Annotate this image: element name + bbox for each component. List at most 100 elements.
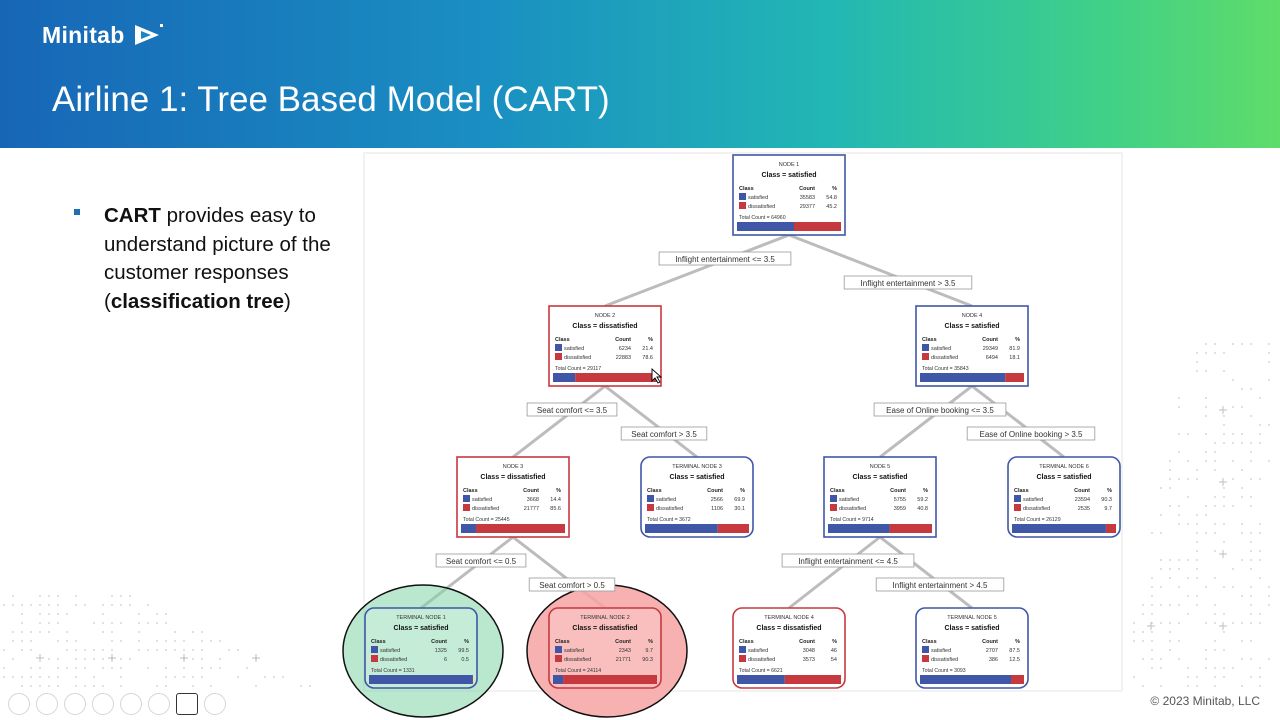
decorative-dot xyxy=(1169,604,1171,606)
tree-node-t2[interactable]: TERMINAL NODE 2Class = dissatisfiedClass… xyxy=(549,608,661,688)
decorative-dot xyxy=(201,667,203,669)
decorative-dot xyxy=(1187,523,1189,525)
tree-node-n1[interactable]: NODE 1Class = satisfiedClassCount%satisf… xyxy=(733,155,845,235)
legend-swatch-satisfied xyxy=(555,646,562,653)
decorative-dot xyxy=(1169,469,1171,471)
decorative-dot xyxy=(1214,505,1216,507)
decorative-dot xyxy=(1250,343,1252,345)
decorative-dot xyxy=(1223,505,1225,507)
node-header-pct: % xyxy=(648,337,653,343)
camera-button[interactable] xyxy=(176,693,198,715)
decorative-dot xyxy=(1214,550,1216,552)
decorative-dot xyxy=(1223,523,1225,525)
pen-tool-button[interactable] xyxy=(64,693,86,715)
row-count: 3048 xyxy=(803,648,815,654)
legend-swatch-dissatisfied xyxy=(555,353,562,360)
decorative-dot xyxy=(93,676,95,678)
decorative-dot xyxy=(1268,343,1270,345)
decorative-plus-icon xyxy=(108,654,116,662)
decorative-dot xyxy=(1178,622,1180,624)
decorative-dot xyxy=(165,676,167,678)
legend-swatch-dissatisfied xyxy=(830,504,837,511)
decorative-dot xyxy=(1142,631,1144,633)
decorative-dot xyxy=(1196,469,1198,471)
tree-node-n2[interactable]: NODE 2Class = dissatisfiedClassCount%sat… xyxy=(549,306,661,386)
decorative-dot xyxy=(129,604,131,606)
decorative-dot xyxy=(102,667,104,669)
decorative-dot xyxy=(1259,442,1261,444)
decorative-dot xyxy=(300,685,302,687)
row-count: 6234 xyxy=(619,346,631,352)
decorative-dot xyxy=(1142,640,1144,642)
node-class-label: Class = satisfied xyxy=(1036,474,1091,481)
decorative-dot xyxy=(147,667,149,669)
tree-node-n4[interactable]: NODE 4Class = satisfiedClassCount%satisf… xyxy=(916,306,1028,386)
next-slide-button[interactable] xyxy=(36,693,58,715)
zoom-button[interactable] xyxy=(120,693,142,715)
tree-node-t5[interactable]: TERMINAL NODE 5Class = satisfiedClassCou… xyxy=(916,608,1028,688)
legend-swatch-dissatisfied xyxy=(555,655,562,662)
node-header-count: Count xyxy=(523,488,539,494)
tree-node-t1[interactable]: TERMINAL NODE 1Class = satisfiedClassCou… xyxy=(365,608,477,688)
node-total-count: Total Count = 1331 xyxy=(371,668,415,674)
node-header-class: Class xyxy=(739,639,754,645)
decorative-dot xyxy=(1178,433,1180,435)
decorative-dot xyxy=(1232,622,1234,624)
decorative-dot xyxy=(1223,487,1225,489)
tree-node-t6[interactable]: TERMINAL NODE 6Class = satisfiedClassCou… xyxy=(1008,457,1120,537)
decorative-dot xyxy=(48,604,50,606)
decorative-dot xyxy=(1214,676,1216,678)
node-class-label: Class = dissatisfied xyxy=(480,474,545,481)
node-title: NODE 5 xyxy=(870,464,890,470)
decorative-dot xyxy=(1268,361,1270,363)
node-class-label: Class = satisfied xyxy=(393,625,448,632)
decorative-dot xyxy=(57,658,59,660)
legend-swatch-satisfied xyxy=(922,344,929,351)
decorative-dot xyxy=(192,649,194,651)
decorative-dot xyxy=(1205,343,1207,345)
bar-satisfied xyxy=(369,675,472,684)
row-count: 3959 xyxy=(894,506,906,512)
decorative-dot xyxy=(228,649,230,651)
decorative-dot xyxy=(1151,658,1153,660)
tree-node-n5[interactable]: NODE 5Class = satisfiedClassCount%satisf… xyxy=(824,457,936,537)
more-options-button[interactable] xyxy=(204,693,226,715)
tree-node-n3[interactable]: NODE 3Class = dissatisfiedClassCount%sat… xyxy=(457,457,569,537)
decorative-dot xyxy=(1214,460,1216,462)
decorative-dot xyxy=(165,613,167,615)
decorative-dot xyxy=(1151,622,1153,624)
split-label-text: Inflight entertainment <= 4.5 xyxy=(798,557,898,566)
decorative-dot xyxy=(1187,577,1189,579)
decorative-dot xyxy=(282,676,284,678)
decorative-dot xyxy=(66,667,68,669)
decorative-dot xyxy=(39,676,41,678)
decorative-dot xyxy=(156,613,158,615)
previous-slide-button[interactable] xyxy=(8,693,30,715)
decorative-dot xyxy=(1160,604,1162,606)
decorative-dot xyxy=(21,640,23,642)
decorative-dot xyxy=(1178,586,1180,588)
decorative-dot xyxy=(1214,667,1216,669)
decorative-dot xyxy=(111,595,113,597)
decorative-dot xyxy=(1241,406,1243,408)
decorative-dot xyxy=(1187,613,1189,615)
decorative-dot xyxy=(120,676,122,678)
row-count: 1325 xyxy=(435,648,447,654)
decorative-dot xyxy=(192,676,194,678)
slides-overview-button[interactable] xyxy=(92,693,114,715)
decorative-dot xyxy=(1169,505,1171,507)
subtitles-button[interactable] xyxy=(148,693,170,715)
bar-satisfied xyxy=(461,524,476,533)
legend-swatch-dissatisfied xyxy=(739,655,746,662)
decorative-dot xyxy=(3,667,5,669)
decorative-dot xyxy=(84,604,86,606)
decorative-dot-grid-left xyxy=(0,590,360,690)
node-title: TERMINAL NODE 1 xyxy=(396,615,446,621)
tree-node-t3[interactable]: TERMINAL NODE 3Class = satisfiedClassCou… xyxy=(641,457,753,537)
decorative-dot xyxy=(1160,559,1162,561)
decorative-dot xyxy=(255,685,257,687)
decorative-dot xyxy=(30,667,32,669)
tree-node-t4[interactable]: TERMINAL NODE 4Class = dissatisfiedClass… xyxy=(733,608,845,688)
decorative-dot xyxy=(1196,595,1198,597)
decorative-dot xyxy=(1214,604,1216,606)
